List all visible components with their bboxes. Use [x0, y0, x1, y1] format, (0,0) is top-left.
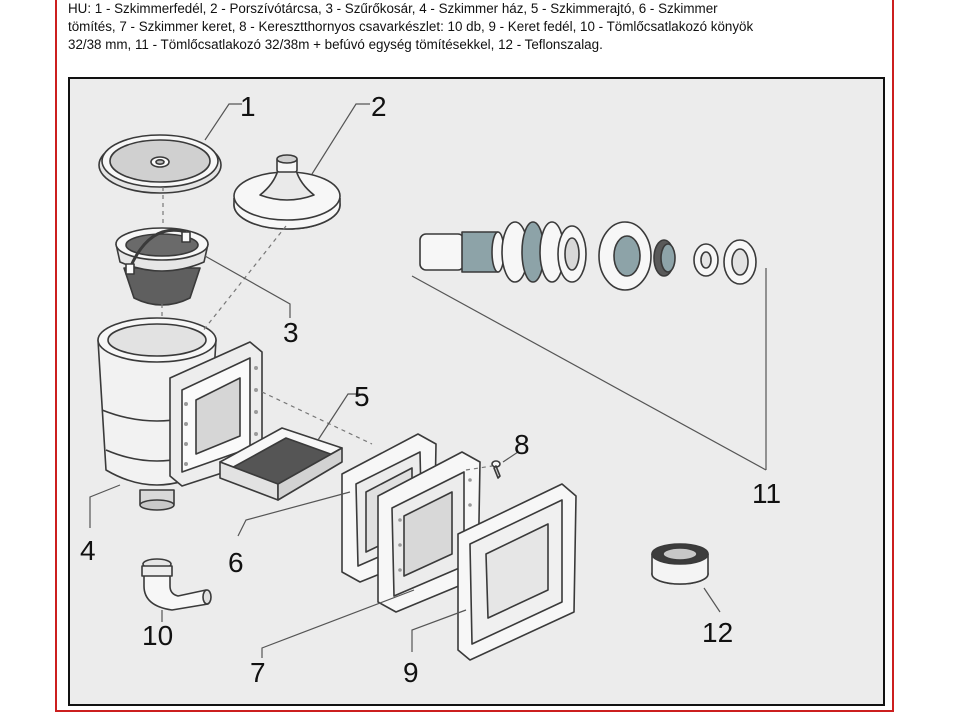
callout-4: 4: [80, 535, 96, 566]
callout-12: 12: [702, 617, 733, 648]
caption-line-2: tömítés, 7 - Szkimmer keret, 8 - Kereszt…: [68, 19, 754, 34]
part-teflon-tape: [651, 543, 709, 585]
caption-line-3: 32/38 mm, 11 - Tömlőcsatlakozó 32/38m + …: [68, 37, 603, 52]
part-skimmer-frame: [377, 451, 481, 613]
leader-lines: [89, 103, 767, 658]
caption-line-1: HU: 1 - Szkimmerfedél, 2 - Porszívótárcs…: [68, 1, 718, 16]
callout-11: 11: [752, 478, 781, 509]
alignment-guides: [161, 187, 493, 471]
part-hose-connector-inlet: [419, 221, 757, 291]
callout-6: 6: [228, 547, 244, 578]
callout-3: 3: [283, 317, 299, 348]
part-weir-door: [219, 427, 343, 501]
outer-frame: [55, 0, 894, 712]
part-skimmer-body: [97, 317, 263, 511]
part-frame-cover: [457, 483, 577, 661]
caption: HU: 1 - Szkimmerfedél, 2 - Porszívótárcs…: [68, 0, 888, 54]
callout-1: 1: [240, 91, 256, 122]
callout-7: 7: [250, 657, 266, 688]
part-skimmer-lid: [98, 134, 222, 194]
callout-9: 9: [403, 657, 419, 688]
callout-8: 8: [514, 429, 530, 460]
part-screw: [491, 460, 501, 479]
callout-5: 5: [354, 381, 370, 412]
part-vacuum-plate: [233, 154, 341, 230]
part-strainer-basket: [115, 227, 209, 306]
part-hose-elbow: [141, 558, 212, 611]
callout-2: 2: [371, 91, 387, 122]
callout-10: 10: [142, 620, 173, 651]
